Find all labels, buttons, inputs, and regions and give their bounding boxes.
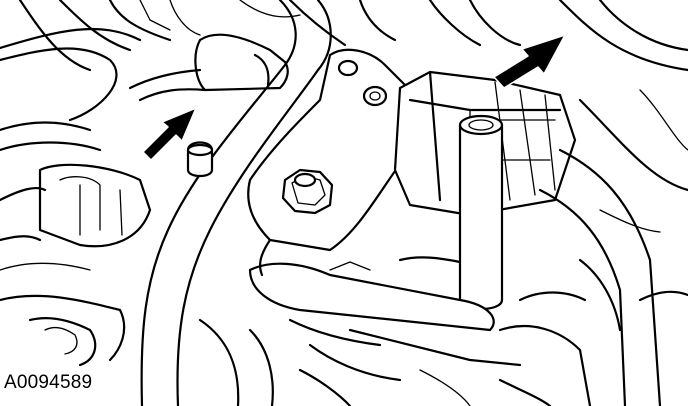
lower-bracket (248, 238, 522, 382)
upper-hose (128, 33, 289, 102)
bottom-clutter (198, 318, 552, 406)
hex-bolt (281, 168, 334, 215)
right-side-hoses (498, 148, 688, 406)
mounting-stud (186, 141, 214, 178)
callout-arrow-left (142, 107, 197, 161)
background-hoses (0, 0, 688, 192)
vertical-tube (458, 114, 504, 310)
left-clamp (0, 163, 152, 367)
figure-id-label: A0094589 (4, 372, 93, 393)
callout-arrow-right (493, 34, 566, 89)
